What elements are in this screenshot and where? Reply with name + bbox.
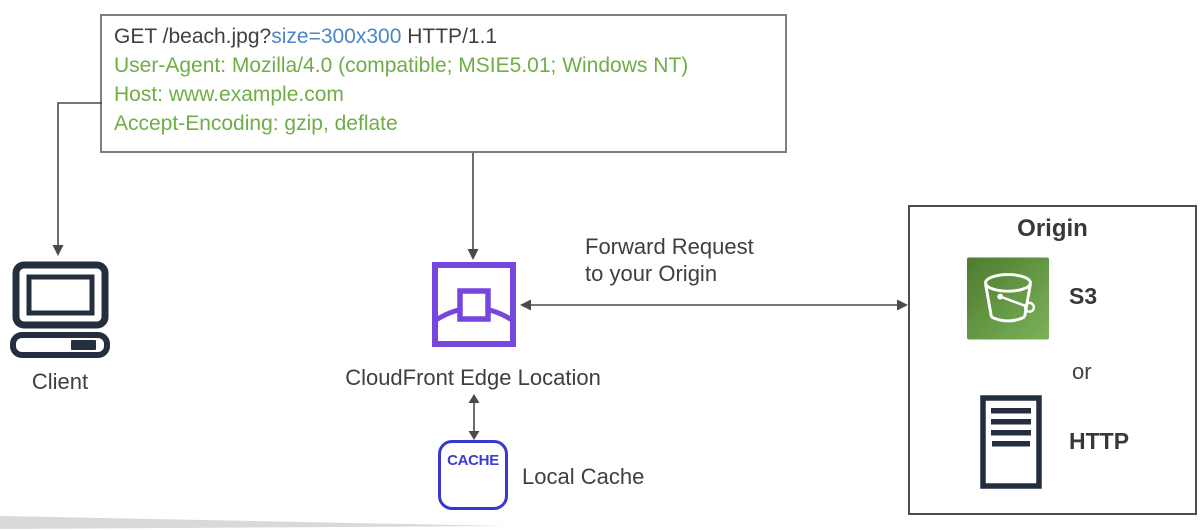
origin-title: Origin (1017, 215, 1088, 242)
origin-box: Origin S3 or HTTP (908, 205, 1197, 515)
http-label: HTTP (1069, 428, 1130, 454)
request-line-1: GET /beach.jpg?size=300x300 HTTP/1.1 (114, 22, 785, 51)
computer-monitor-icon (10, 261, 110, 358)
cache-badge: CACHE (447, 452, 499, 469)
request-accept-encoding: Accept-Encoding: gzip, deflate (114, 112, 398, 135)
client-label: Client (31, 369, 89, 394)
request-user-agent: User-Agent: Mozilla/4.0 (compatible; MSI… (114, 54, 689, 77)
http-request-box: GET /beach.jpg?size=300x300 HTTP/1.1 Use… (100, 14, 787, 153)
forward-request-line2: to your Origin (585, 261, 718, 286)
request-query-highlight: size=300x300 (271, 25, 402, 48)
arrow-cloudfront-origin (520, 299, 908, 311)
cloudfront-edge-icon (432, 262, 516, 347)
decorative-wedge (0, 516, 505, 529)
s3-bucket-icon (967, 257, 1049, 340)
arrow-cloudfront-cache (468, 394, 480, 440)
http-server-icon (980, 395, 1042, 489)
cloudfront-label: CloudFront Edge Location (345, 365, 601, 390)
request-protocol: HTTP/1.1 (401, 25, 498, 48)
arrow-request-to-cloudfront (467, 153, 479, 260)
forward-request-label: Forward Request to your Origin (585, 233, 754, 287)
request-host: Host: www.example.com (114, 83, 344, 106)
request-method-path: GET /beach.jpg? (114, 25, 272, 48)
or-label: or (1072, 359, 1092, 384)
s3-label: S3 (1069, 283, 1098, 309)
arrow-request-to-client (52, 102, 102, 256)
cache-box-icon: CACHE (438, 440, 508, 510)
local-cache-label: Local Cache (522, 464, 645, 489)
forward-request-line1: Forward Request (585, 234, 754, 259)
